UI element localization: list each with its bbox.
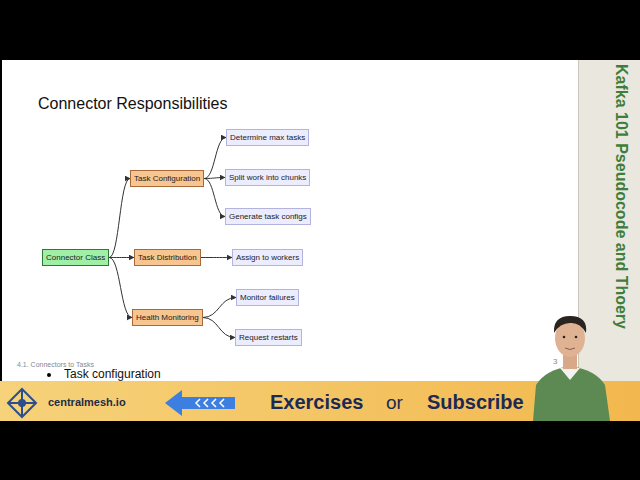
site-name: centralmesh.io	[48, 396, 126, 408]
flow-arrow	[204, 178, 225, 179]
process-box: Task Distribution	[134, 249, 201, 266]
node-text: Generate task configs	[229, 212, 307, 221]
node-text: Request restarts	[239, 333, 298, 342]
slide-background	[2, 60, 579, 382]
node-text: Health Monitoring	[136, 313, 199, 322]
bullet-dot	[47, 373, 51, 377]
logo-icon	[8, 389, 36, 417]
slide-footer: 4.1. Connectors to Tasks	[17, 361, 94, 368]
flow-arrow	[204, 179, 225, 217]
side-strip	[578, 60, 640, 382]
process-box: Assign to workers	[232, 249, 303, 266]
page-number: 3	[553, 357, 557, 366]
process-box: Health Monitoring	[132, 309, 203, 326]
bullet-text: Task configuration	[64, 367, 161, 381]
call-to-action: or	[386, 392, 403, 414]
presenter	[533, 316, 610, 421]
slide-title: Connector Responsibilities	[38, 95, 227, 113]
process-box: Generate task configs	[225, 208, 311, 225]
flow-arrow	[203, 298, 236, 318]
process-box: Determine max tasks	[226, 129, 309, 146]
flow-arrow	[109, 258, 132, 318]
process-box: Monitor failures	[236, 289, 299, 306]
process-box: Request restarts	[235, 329, 302, 346]
node-text: Connector Class	[46, 253, 105, 262]
flow-arrow	[201, 257, 232, 258]
process-box: Task Configuration	[130, 170, 204, 187]
flow-arrow	[204, 138, 226, 179]
left-arrow	[165, 390, 235, 416]
process-box: Split work into chunks	[225, 169, 310, 186]
call-to-action: Subscribe	[427, 391, 524, 414]
flow-arrow	[109, 179, 130, 258]
call-to-action: Exercises	[270, 391, 363, 414]
course-title: Kafka 101 Pseudocode and Thoery	[612, 64, 630, 329]
node-text: Determine max tasks	[230, 133, 305, 142]
flow-arrow	[203, 318, 235, 338]
node-text: Split work into chunks	[229, 173, 306, 182]
node-text: Assign to workers	[236, 253, 299, 262]
node-text: Task Distribution	[138, 253, 197, 262]
node-text: Task Configuration	[134, 174, 200, 183]
class-box: Connector Class	[42, 249, 109, 266]
node-text: Monitor failures	[240, 293, 295, 302]
flow-arrow	[109, 257, 134, 258]
